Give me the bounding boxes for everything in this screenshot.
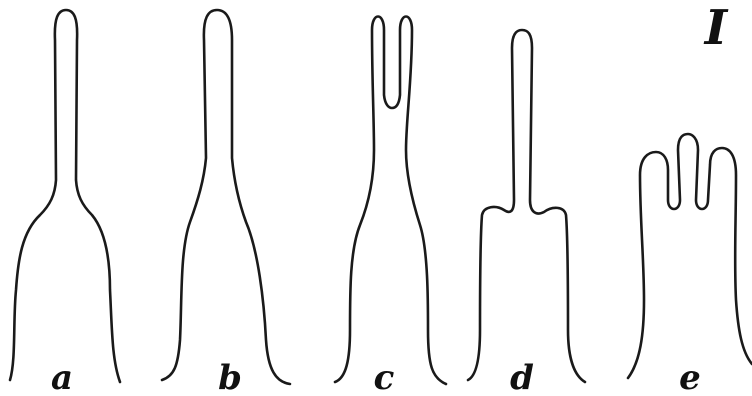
panel-label-b: b [218,358,242,396]
panel-label-d: d [510,358,534,396]
panel-e: e [628,134,752,396]
panel-label-a: a [51,358,73,396]
plate-number: I [703,0,729,56]
panel-c: c [335,17,446,396]
panel-b: b [162,10,290,396]
outline-d [468,30,585,382]
panel-label-e: e [679,358,701,396]
panel-d: d [468,30,585,396]
panel-label-c: c [374,358,395,396]
panel-a: a [10,10,120,396]
outline-b [162,10,290,384]
outline-e [628,134,752,378]
outline-c [335,17,446,385]
outline-a [10,10,120,382]
